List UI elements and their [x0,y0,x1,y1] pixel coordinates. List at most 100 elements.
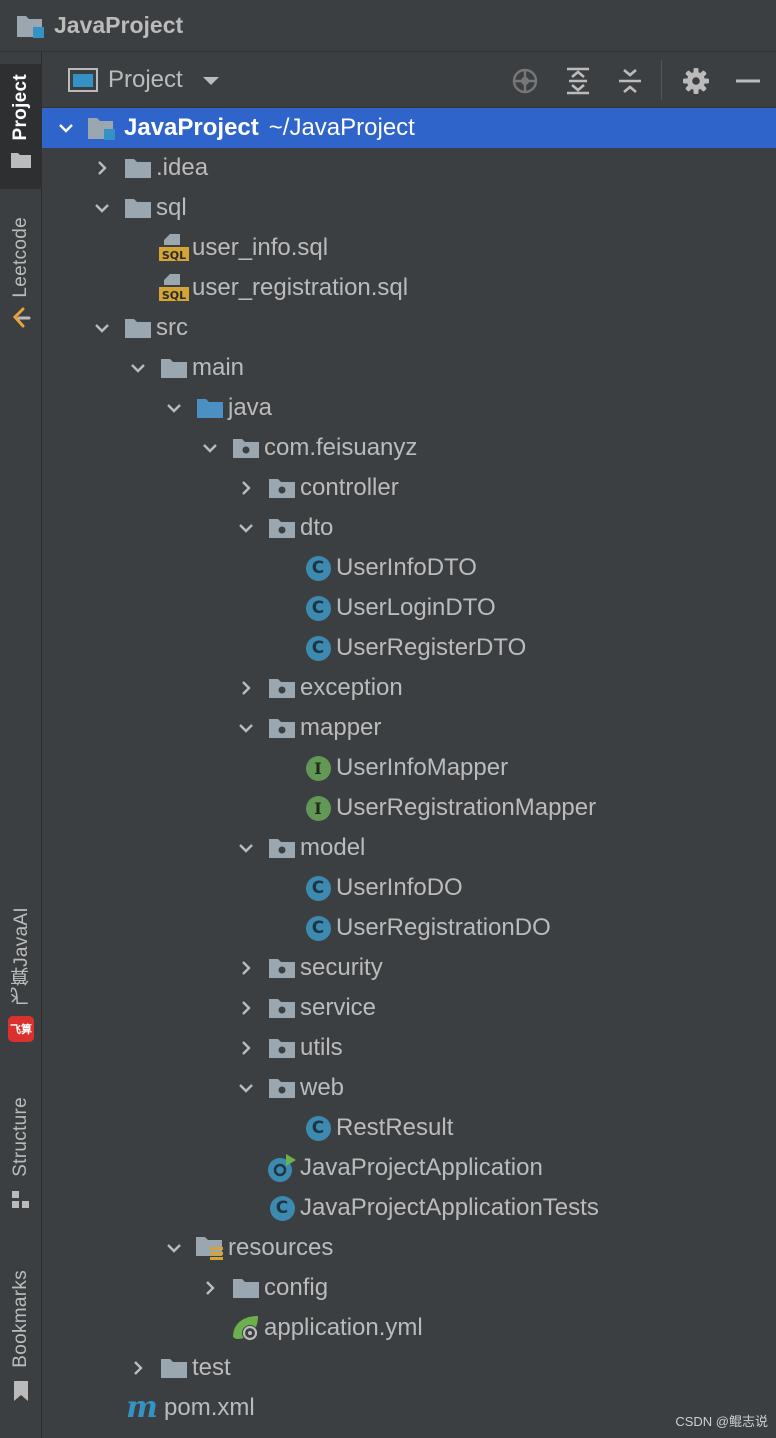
tree-item-application-yml[interactable]: application.yml [42,1308,776,1348]
tree-item-controller[interactable]: controller [42,468,776,508]
tree-item-idea[interactable]: .idea [42,148,776,188]
tree-item-user-info-do[interactable]: C UserInfoDO [42,868,776,908]
chevron-right-icon[interactable] [84,148,120,188]
tree-item-security[interactable]: security [42,948,776,988]
chevron-down-icon[interactable] [48,108,84,148]
tool-tab-project-label: Project [10,74,31,141]
tree-item-label: UserRegisterDTO [336,634,527,661]
chevron-down-icon[interactable] [156,1228,192,1268]
tree-item-user-info-sql[interactable]: SQL user_info.sql [42,228,776,268]
tree-item-java-project-application[interactable]: JavaProjectApplication [42,1148,776,1188]
tool-tab-structure[interactable]: Structure [0,1097,42,1247]
chevron-down-icon[interactable] [199,68,223,92]
package-icon [264,508,300,548]
class-icon: C [305,555,331,581]
chevron-down-icon[interactable] [84,188,120,228]
tree-item-label: test [192,1354,231,1381]
tree-item-service[interactable]: service [42,988,776,1028]
spring-config-icon [228,1308,264,1348]
tree-item-dto[interactable]: dto [42,508,776,548]
tree-item-mapper[interactable]: mapper [42,708,776,748]
tree-item-root[interactable]: JavaProject ~/JavaProject [42,108,776,148]
tree-item-label: application.yml [264,1314,423,1341]
tree-item-label: RestResult [336,1114,454,1141]
chevron-down-icon[interactable] [156,388,192,428]
sql-file-icon: SQL [156,268,192,308]
tool-tab-leetcode[interactable]: Leetcode [0,217,42,357]
chevron-down-icon[interactable] [120,348,156,388]
folder-icon [10,151,32,174]
root-project-path: ~/JavaProject [268,114,415,141]
tree-item-main[interactable]: main [42,348,776,388]
tree-item-config[interactable]: config [42,1268,776,1308]
tree-item-utils[interactable]: utils [42,1028,776,1068]
tool-tab-feisuan-javaai[interactable]: 飞算JavaAI 飞算 [0,907,42,1067]
tool-tab-project[interactable]: Project [0,64,42,189]
tree-item-label: UserLoginDTO [336,594,496,621]
collapse-all-icon[interactable] [615,66,645,96]
tree-item-package[interactable]: com.feisuanyz [42,428,776,468]
chevron-down-icon[interactable] [228,1068,264,1108]
tree-item-label: service [300,994,377,1021]
tree-item-user-register-dto[interactable]: C UserRegisterDTO [42,628,776,668]
chevron-down-icon[interactable] [228,828,264,868]
tree-item-java-project-application-tests[interactable]: C JavaProjectApplicationTests [42,1188,776,1228]
tree-item-user-login-dto[interactable]: C UserLoginDTO [42,588,776,628]
tree-item-resources[interactable]: resources [42,1228,776,1268]
gear-icon[interactable] [681,66,711,96]
tree-item-user-info-mapper[interactable]: I UserInfoMapper [42,748,776,788]
root-project-name: JavaProject [124,114,259,141]
tree-item-java[interactable]: java [42,388,776,428]
sql-badge-text: SQL [162,249,186,262]
chevron-right-icon[interactable] [120,1348,156,1388]
panel-title[interactable]: Project [108,65,183,93]
tree-item-user-info-dto[interactable]: C UserInfoDTO [42,548,776,588]
folder-icon [156,1348,192,1388]
tree-item-web[interactable]: web [42,1068,776,1108]
chevron-right-icon[interactable] [228,1028,264,1068]
tree-item-label: JavaProjectApplicationTests [300,1194,599,1221]
tree-item-label: UserInfoDO [336,874,463,901]
package-icon [264,668,300,708]
chevron-down-icon[interactable] [228,508,264,548]
left-tool-strip: Project Leetcode 飞算JavaAI 飞算 Structure B… [0,52,42,1438]
chevron-right-icon[interactable] [228,468,264,508]
package-icon [264,948,300,988]
tool-tab-bookmarks-label: Bookmarks [10,1270,31,1368]
tree-item-test[interactable]: test [42,1348,776,1388]
expand-all-icon[interactable] [563,66,593,96]
tree-item-user-registration-mapper[interactable]: I UserRegistrationMapper [42,788,776,828]
tree-item-label: mapper [300,714,382,741]
chevron-right-icon[interactable] [228,948,264,988]
interface-icon: I [305,755,331,781]
tree-item-label: utils [300,1034,343,1061]
tree-item-user-registration-sql[interactable]: SQL user_registration.sql [42,268,776,308]
watermark: CSDN @鲲志说 [675,1414,768,1429]
tree-item-user-registration-do[interactable]: C UserRegistrationDO [42,908,776,948]
project-module-icon [16,13,46,39]
tree-item-pom-xml[interactable]: m pom.xml [42,1388,776,1428]
minimize-icon[interactable] [733,66,763,96]
tree-item-label: model [300,834,366,861]
chevron-right-icon[interactable] [228,668,264,708]
select-opened-file-icon[interactable] [510,66,540,96]
chevron-right-icon[interactable] [192,1268,228,1308]
tool-tab-bookmarks[interactable]: Bookmarks [0,1270,42,1430]
tree-item-label: user_info.sql [192,234,329,261]
tree-item-rest-result[interactable]: C RestResult [42,1108,776,1148]
tree-item-src[interactable]: src [42,308,776,348]
header-separator [661,60,662,100]
interface-icon: I [305,795,331,821]
chevron-down-icon[interactable] [84,308,120,348]
chevron-right-icon[interactable] [228,988,264,1028]
chevron-down-icon[interactable] [192,428,228,468]
tree-item-model[interactable]: model [42,828,776,868]
tree-item-label: pom.xml [164,1394,255,1421]
source-folder-icon [192,388,228,428]
tree-item-exception[interactable]: exception [42,668,776,708]
tool-tab-feisuan-label: 飞算JavaAI [10,907,32,1006]
project-panel-header: Project [42,52,776,108]
tree-item-label: src [156,314,188,341]
chevron-down-icon[interactable] [228,708,264,748]
tree-item-sql[interactable]: sql [42,188,776,228]
